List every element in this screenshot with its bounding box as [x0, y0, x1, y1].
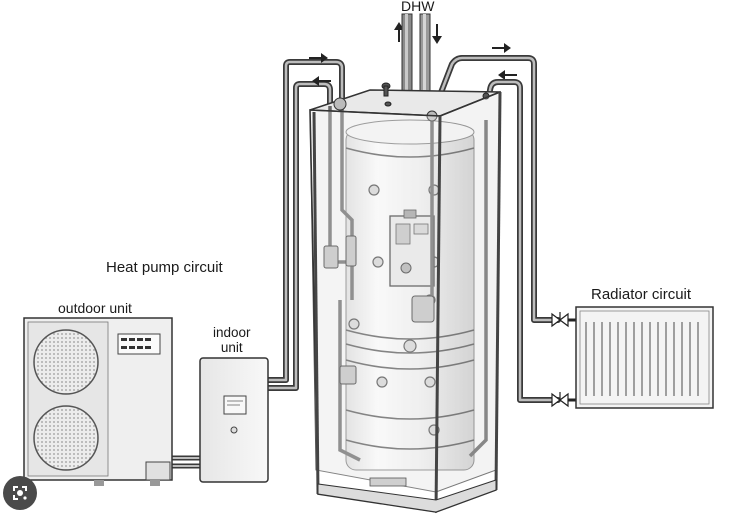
radiator-valves [551, 312, 578, 408]
lens-icon [13, 486, 27, 500]
radiator-circuit-pipes [429, 55, 561, 403]
radiator-circuit-label: Radiator circuit [591, 286, 692, 303]
indoor-unit-label-line1: indoor [213, 325, 251, 340]
indoor-unit [199, 357, 269, 483]
outdoor-unit [23, 317, 173, 486]
dhw-label: DHW [401, 0, 435, 14]
storage-tank-cabinet [309, 82, 502, 514]
heat-pump-circuit-label: Heat pump circuit [106, 259, 223, 276]
outdoor-unit-label: outdoor unit [58, 300, 132, 316]
indoor-unit-label-line2: unit [220, 340, 243, 355]
arrow-right-icon [309, 53, 328, 63]
lens-button[interactable] [3, 476, 37, 510]
indoor-unit-label: indoor unit [213, 325, 251, 355]
flow-arrows [309, 22, 517, 86]
arrow-down-icon [432, 24, 442, 44]
arrow-right-icon [492, 43, 511, 53]
radiator [575, 306, 714, 409]
tank-controller [389, 209, 435, 287]
arrow-left-icon [498, 70, 517, 80]
heat-pump-circuit-pipes [167, 59, 345, 469]
arrow-left-icon [312, 76, 331, 86]
